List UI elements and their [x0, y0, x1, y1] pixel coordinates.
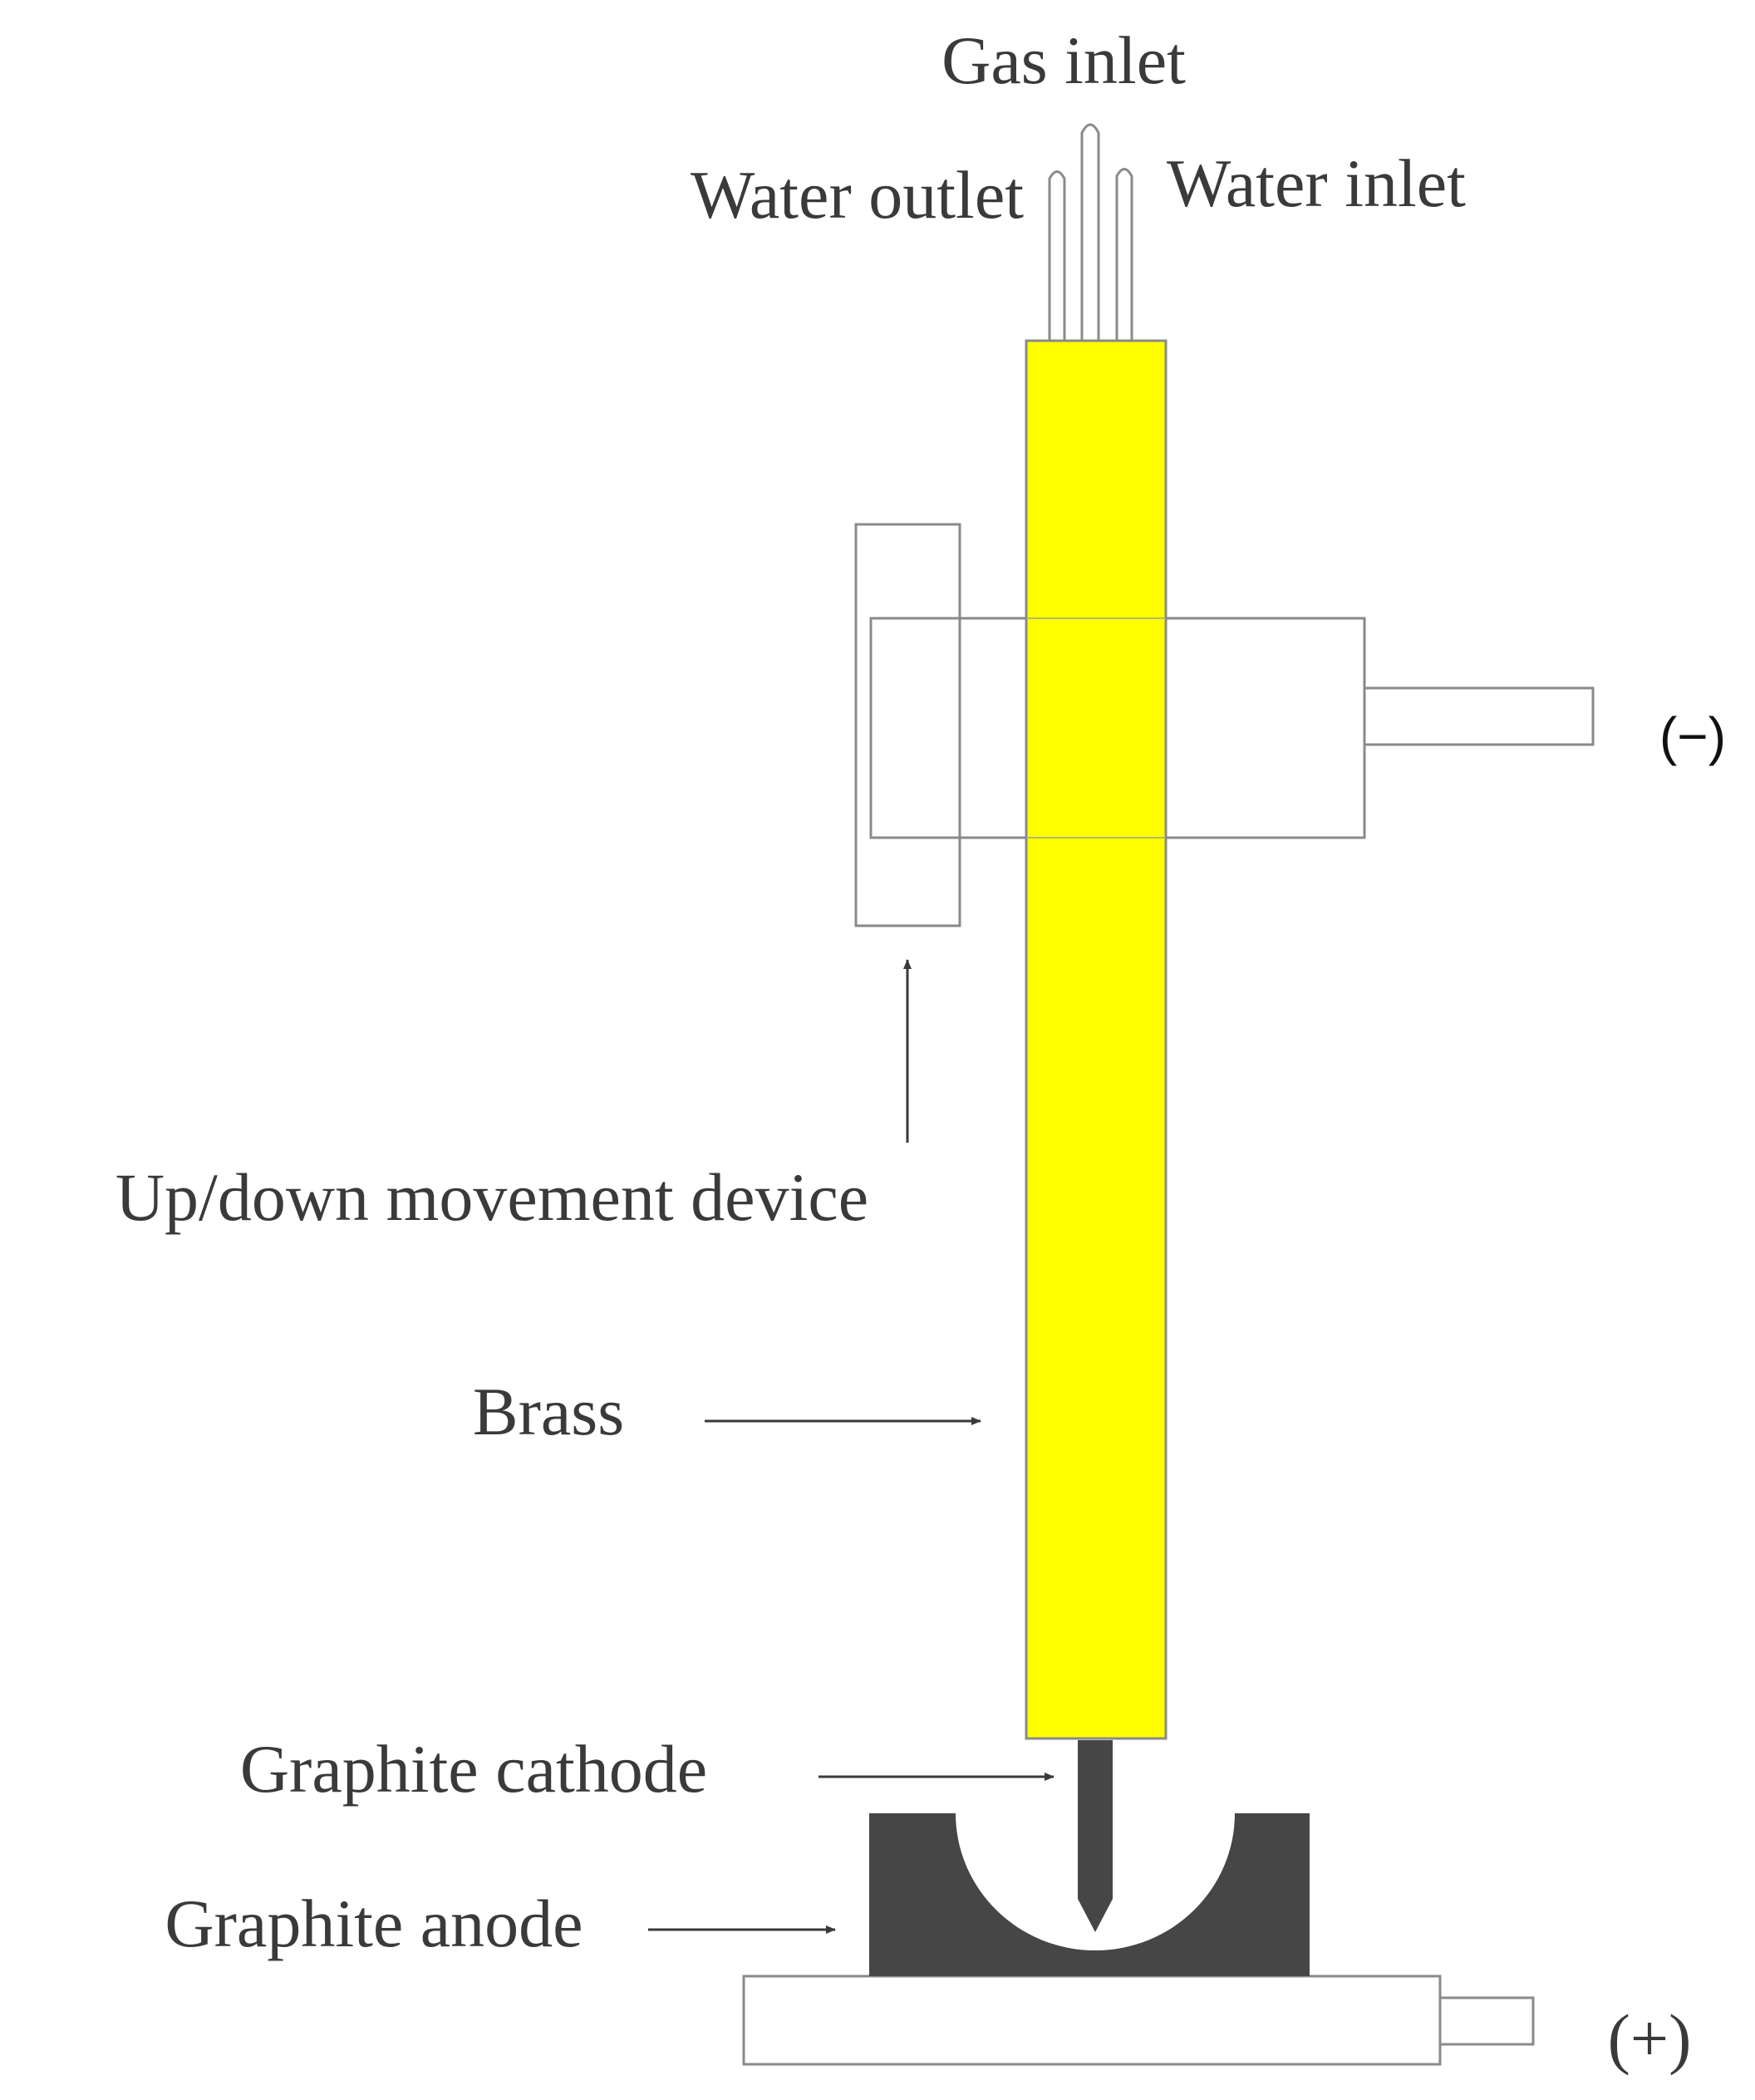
movement-device-plate	[854, 523, 961, 927]
brass-rod	[1025, 339, 1168, 1740]
water-outlet-label: Water outlet	[691, 157, 1024, 233]
brass-label: Brass	[473, 1374, 624, 1449]
graphite-anode	[869, 1813, 1310, 1976]
graphite-anode-label: Graphite anode	[165, 1886, 583, 1961]
up-down-device-label: Up/down movement device	[116, 1159, 868, 1235]
positive-terminal-label: (+)	[1608, 2000, 1692, 2076]
gas-inlet-tube	[1080, 123, 1100, 341]
water-outlet-tube	[1048, 170, 1066, 341]
graphite-cathode-label: Graphite cathode	[240, 1731, 707, 1807]
water-inlet-label: Water inlet	[1167, 145, 1466, 221]
negative-connector	[1363, 686, 1595, 746]
positive-connector	[1438, 1996, 1535, 2046]
water-inlet-tube	[1115, 168, 1133, 341]
negative-terminal-label: (−)	[1659, 706, 1726, 766]
base-plate	[742, 1975, 1442, 2066]
top-tubes	[1048, 123, 1133, 341]
gas-inlet-label: Gas inlet	[941, 22, 1186, 98]
graphite-cathode	[1078, 1740, 1113, 1932]
